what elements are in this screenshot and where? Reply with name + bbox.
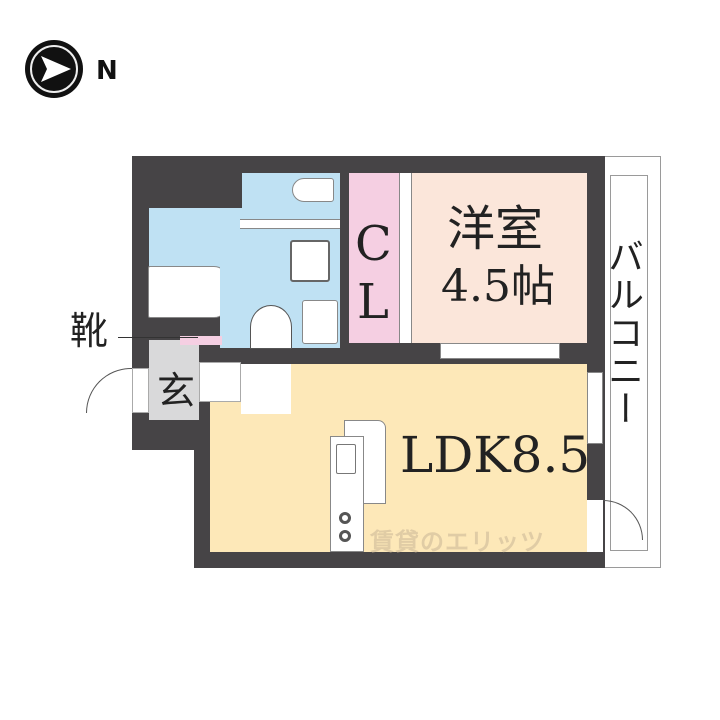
compass [25, 40, 83, 98]
closet-label-l: L [357, 274, 389, 330]
watermark: 賃貸のエリッツ [370, 528, 545, 556]
wash-basin [302, 300, 338, 344]
entrance-label: 玄 [157, 369, 196, 413]
ldk-label: LDK8.5 [400, 426, 591, 484]
toilet [292, 178, 334, 202]
north-label: N [96, 56, 118, 86]
western-room-window[interactable] [440, 343, 560, 359]
front-door-swing[interactable] [86, 368, 136, 413]
kitchen-sink [336, 444, 356, 474]
western-room [412, 173, 587, 343]
western-room-name: 洋室 [447, 201, 544, 257]
ldk-west-extension [241, 364, 291, 414]
ldk-balcony-window[interactable] [587, 372, 603, 444]
wall-notch-edge [132, 415, 210, 450]
entrance-inner-door[interactable] [199, 362, 241, 402]
toilet-bath-divider [220, 173, 242, 208]
entrance[interactable] [149, 340, 199, 420]
stove-burner-1 [339, 512, 351, 524]
closet[interactable] [349, 173, 399, 343]
toilet-partition [240, 219, 340, 229]
outside-notch [120, 450, 194, 580]
balcony-label: バルコニー [602, 238, 643, 428]
stove-burner-2 [339, 530, 351, 542]
front-door[interactable] [132, 368, 149, 413]
western-room-size: 4.5帖 [441, 261, 555, 312]
shoe-box[interactable] [180, 336, 222, 345]
compass-ring [30, 45, 78, 93]
closet-label-c: C [355, 216, 392, 272]
shoe-box-label: 靴 [70, 309, 109, 353]
closet-door[interactable] [399, 173, 412, 343]
washroom-door[interactable] [250, 305, 292, 349]
ldk-balcony-door[interactable] [587, 500, 603, 552]
balcony-inner-rail [610, 175, 648, 551]
washing-machine-pan [290, 240, 330, 282]
bathtub [148, 266, 228, 318]
shoe-box-leader-line [118, 337, 198, 338]
north-arrow-icon [41, 56, 71, 82]
